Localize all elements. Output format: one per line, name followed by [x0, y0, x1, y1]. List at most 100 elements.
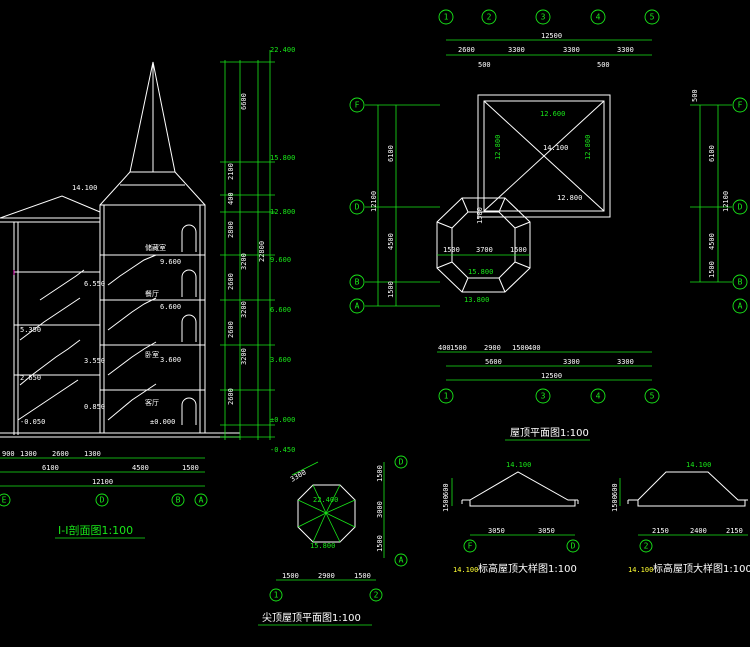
detail-b-roof: [628, 471, 748, 501]
axis-bubble-B-left: B: [349, 274, 365, 290]
hdim-text: 1500: [182, 464, 199, 472]
top-dim-text: 3300: [617, 46, 634, 54]
axis-bubble-3: 3: [535, 9, 551, 25]
hdim-text: 900: [2, 450, 15, 458]
svg-text:3: 3: [541, 13, 546, 22]
svg-text:D: D: [399, 458, 404, 467]
detail-a-level-top: 14.100: [506, 461, 531, 469]
section-title: I-I剖面图1:100: [58, 523, 133, 537]
svg-text:A: A: [199, 496, 204, 505]
roof-level: 12.600: [540, 110, 565, 118]
left-dim-text: 4500: [387, 233, 395, 250]
svg-text:2: 2: [487, 13, 492, 22]
bottom-dim-text: 400: [528, 344, 541, 352]
room-label: 客厅: [145, 398, 159, 407]
axis-bubble-4-bottom: 4: [590, 388, 606, 404]
arch-window-2: [181, 314, 197, 342]
bottom-dim-text: 5600: [485, 358, 502, 366]
elev-mark: 9.600: [270, 256, 291, 264]
spire-base: [99, 171, 206, 206]
axis-bubble-5-bottom: 5: [644, 388, 660, 404]
roof-level: 12.800: [584, 135, 592, 160]
stair-level: 0.850: [84, 403, 105, 411]
svg-text:1: 1: [444, 392, 449, 401]
axis-bubble-2: 2: [481, 9, 497, 25]
detail-a-vdim-text: 1500: [442, 495, 450, 512]
vdim-text: 3200: [240, 253, 248, 270]
hip-ridge-2: [483, 100, 605, 212]
left-total-text: 12100: [370, 191, 378, 212]
vdim-text: 2600: [227, 388, 235, 405]
vdim-text: 2600: [227, 273, 235, 290]
axis-bubble-D-left: D: [349, 199, 365, 215]
spire-vdim-text: 3000: [376, 501, 384, 518]
vdim-text: 2600: [227, 321, 235, 338]
svg-text:2: 2: [374, 591, 379, 600]
detail-b-dim: 2150: [726, 527, 743, 535]
svg-text:4: 4: [596, 392, 601, 401]
svg-text:B: B: [176, 496, 181, 505]
turret-rib: [498, 277, 506, 293]
svg-text:F: F: [355, 101, 360, 110]
stair-flight-2: [19, 339, 81, 386]
detail-b-vdim-text: 1500: [611, 495, 619, 512]
left-roof-level: 14.100: [72, 184, 97, 192]
left-roof-outline: [0, 195, 101, 219]
vdim-text: 6600: [240, 93, 248, 110]
stair-level: 2.650: [20, 374, 41, 382]
room-level: 9.600: [160, 258, 181, 266]
detail-a-axis-D: D: [566, 539, 580, 553]
turret-rib: [514, 261, 531, 269]
bottom-dim-text: 1500: [512, 344, 529, 352]
svg-text:2: 2: [644, 542, 649, 551]
axis-bubble-B: B: [171, 493, 185, 507]
svg-text:3: 3: [541, 392, 546, 401]
right-total-text: 12100: [722, 191, 730, 212]
room-level: 6.600: [160, 303, 181, 311]
section-drawing: 储藏室 餐厅 卧室 客厅 9.600 6.600 3.600 ±0.000 5.…: [0, 46, 295, 539]
hdim-total: 12100: [92, 478, 113, 486]
stair-level: 6.550: [84, 280, 105, 288]
detail-b-title: 标高屋顶大样图1:100: [653, 562, 750, 575]
stair-flight-3: [19, 297, 81, 341]
svg-text:E: E: [2, 496, 7, 505]
spire-diag-text: 3300: [289, 468, 308, 483]
vdim-text: 400: [227, 192, 235, 205]
roof-level: 12.800: [557, 194, 582, 202]
elev-mark: 15.800: [270, 154, 295, 162]
elev-mark: 12.800: [270, 208, 295, 216]
detail-a-dim: 3050: [488, 527, 505, 535]
detail-a: 14.100 600 1500 3050 3050 F D 14.100 标高屋…: [442, 461, 580, 575]
hdim-text: 1300: [84, 450, 101, 458]
svg-text:D: D: [355, 203, 360, 212]
roof-level: 15.800: [468, 268, 493, 276]
room-level: ±0.000: [150, 418, 175, 426]
vdim-text: 2800: [227, 221, 235, 238]
bottom-dim-text: 3300: [563, 358, 580, 366]
tower-stair-4: [107, 254, 157, 286]
axis-bubble-E: E: [0, 493, 11, 507]
room-label: 储藏室: [145, 243, 166, 252]
stair-level: 3.550: [84, 357, 105, 365]
vdim-text: 3200: [240, 301, 248, 318]
axis-bubble-B-right: B: [732, 274, 748, 290]
turret-rib: [498, 197, 506, 213]
stair-flight-1: [17, 379, 79, 421]
spire-axis-A: A: [394, 553, 408, 567]
detail-a-title: 标高屋顶大样图1:100: [478, 562, 577, 575]
detail-b-axis-2: 2: [639, 539, 653, 553]
detail-b-dim: 2400: [690, 527, 707, 535]
small-dim-text: 500: [597, 61, 610, 69]
spire-axis-2: 2: [369, 588, 383, 602]
vdim-ticks: [220, 61, 275, 438]
left-dim-text: 1500: [387, 281, 395, 298]
vdim-text: 2100: [227, 163, 235, 180]
svg-text:D: D: [100, 496, 105, 505]
arch-window-1: [181, 397, 197, 425]
svg-text:1: 1: [274, 591, 279, 600]
oct-dim-text: 1500: [443, 246, 460, 254]
svg-text:D: D: [571, 542, 576, 551]
svg-text:A: A: [355, 302, 360, 311]
axis-bubble-A-right: A: [732, 298, 748, 314]
svg-text:B: B: [355, 278, 360, 287]
